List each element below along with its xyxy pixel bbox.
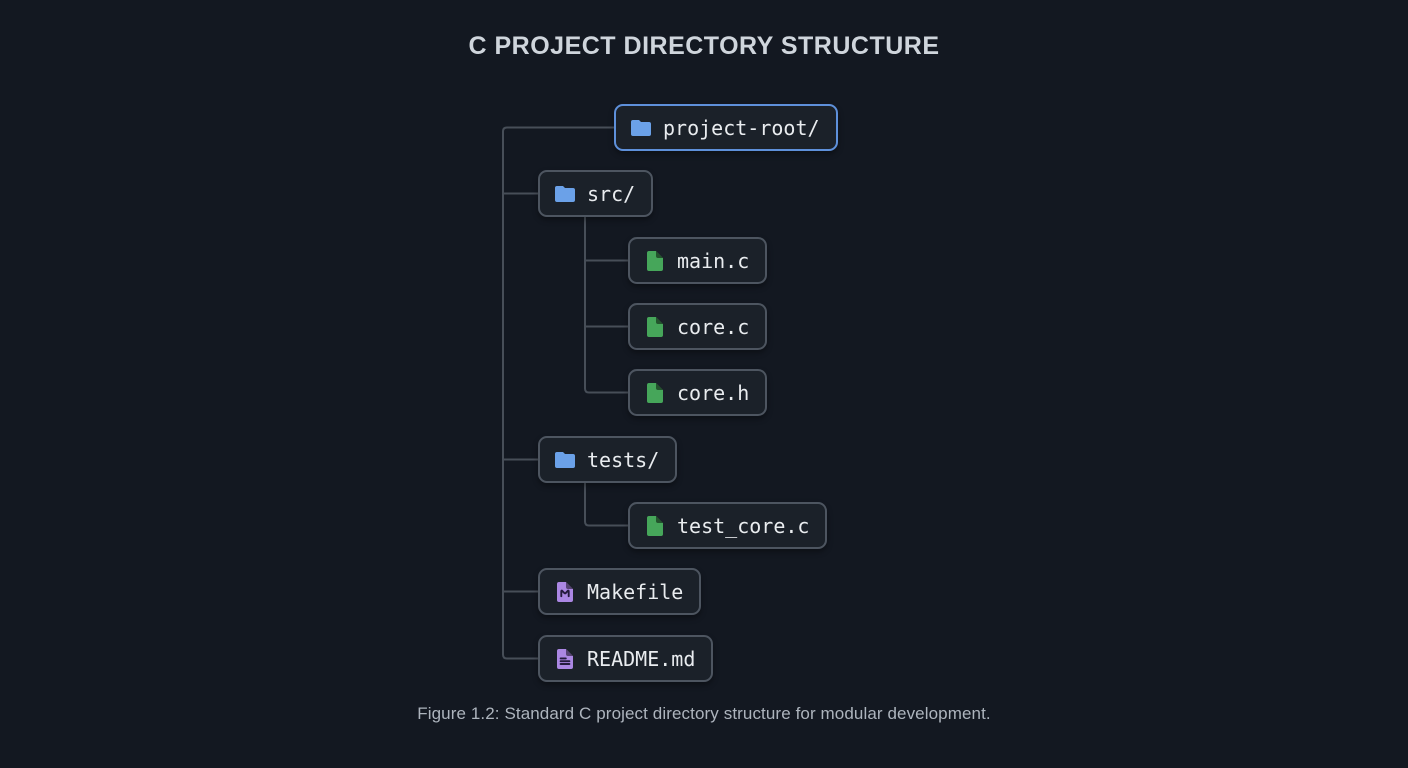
- tree-node-tests: tests/: [538, 436, 678, 483]
- c-header-file-icon: [647, 382, 663, 403]
- figure-caption: Figure 1.2: Standard C project directory…: [417, 704, 991, 723]
- node-label: core.c: [677, 314, 750, 339]
- node-label: README.md: [587, 646, 696, 671]
- c-source-file-icon: [647, 515, 663, 536]
- tree-node-test-core-c: test_core.c: [628, 502, 828, 549]
- node-label: project-root/: [663, 115, 820, 140]
- diagram-title: C PROJECT DIRECTORY STRUCTURE: [468, 32, 940, 60]
- tree-node-core-h: core.h: [628, 369, 768, 416]
- makefile-icon: [557, 581, 573, 602]
- c-source-file-icon: [647, 316, 663, 337]
- tree-node-main-c: main.c: [628, 237, 768, 284]
- folder-icon: [555, 451, 575, 468]
- folder-icon: [631, 119, 651, 136]
- tree-node-readme-md: README.md: [538, 635, 714, 682]
- node-label: test_core.c: [677, 513, 810, 538]
- node-label: src/: [587, 181, 636, 206]
- tree-node-src: src/: [538, 170, 654, 217]
- tree-node-makefile: Makefile: [538, 568, 702, 615]
- node-label: tests/: [587, 447, 660, 472]
- folder-icon: [555, 185, 575, 202]
- tree-node-project-root: project-root/: [614, 104, 838, 151]
- node-label: main.c: [677, 248, 750, 273]
- markdown-file-icon: [557, 648, 573, 669]
- c-source-file-icon: [647, 250, 663, 271]
- node-label: core.h: [677, 380, 750, 405]
- node-label: Makefile: [587, 579, 684, 604]
- tree-node-core-c: core.c: [628, 303, 768, 350]
